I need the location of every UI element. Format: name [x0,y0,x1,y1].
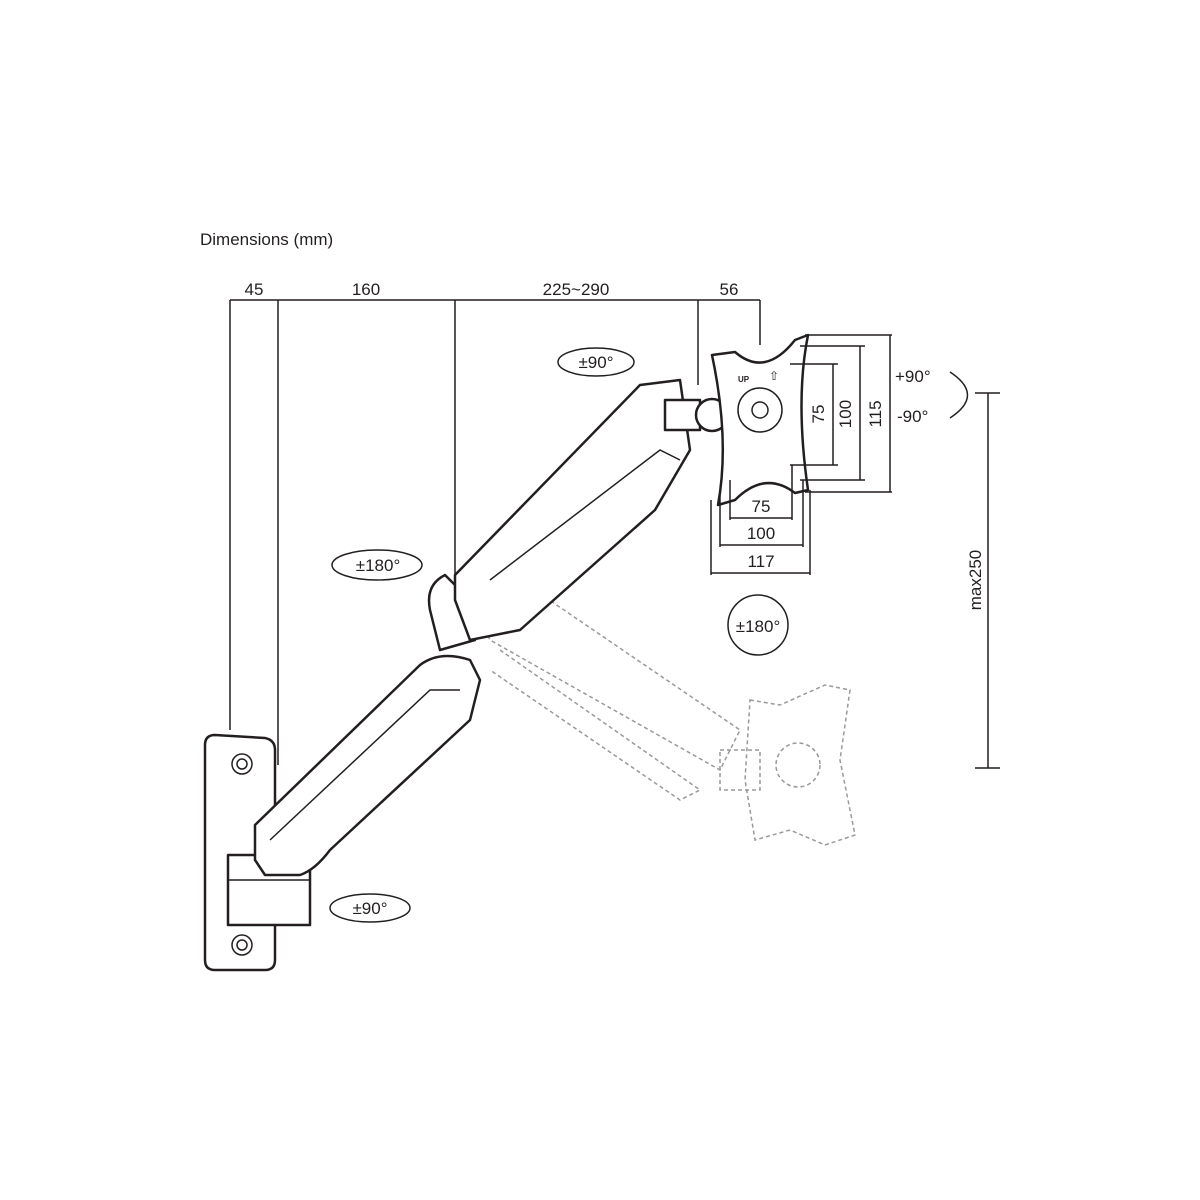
vesa-h-75: 75 [752,497,771,516]
screen-rotation-label: ±180° [736,617,781,636]
base-swivel-label: ±90° [352,899,387,918]
height-dimension-line [975,392,1000,769]
up-label: UP [738,375,750,384]
top-dimension-lines [229,299,761,765]
dim-225-290: 225~290 [543,280,610,299]
vesa-h-100: 100 [747,524,775,543]
tilt-up-label: +90° [895,367,931,386]
vesa-plate [710,333,810,507]
up-arrow-icon: ⇧ [769,369,779,383]
elbow-swivel-indicator: ±180° [331,549,423,581]
dim-45: 45 [245,280,264,299]
upper-arm [453,378,692,642]
tilt-arrow-icon [949,371,969,419]
height-adjust-label: max250 [966,550,985,610]
vesa-v-75: 75 [809,405,828,424]
lower-arm [253,654,482,877]
head-swivel-label: ±90° [578,353,613,372]
diagram-title: Dimensions (mm) [200,230,333,249]
vesa-dimension-lines [710,334,892,575]
dim-56: 56 [720,280,739,299]
screen-rotation-indicator: ±180° [727,594,789,656]
vesa-v-115: 115 [866,400,885,427]
vesa-v-100: 100 [836,400,855,428]
elbow-swivel-label: ±180° [356,556,401,575]
base-swivel-indicator: ±90° [329,893,411,923]
tilt-down-label: -90° [897,407,928,426]
vesa-h-117: 117 [747,552,774,571]
dim-160: 160 [352,280,380,299]
head-swivel-indicator: ±90° [557,347,635,377]
